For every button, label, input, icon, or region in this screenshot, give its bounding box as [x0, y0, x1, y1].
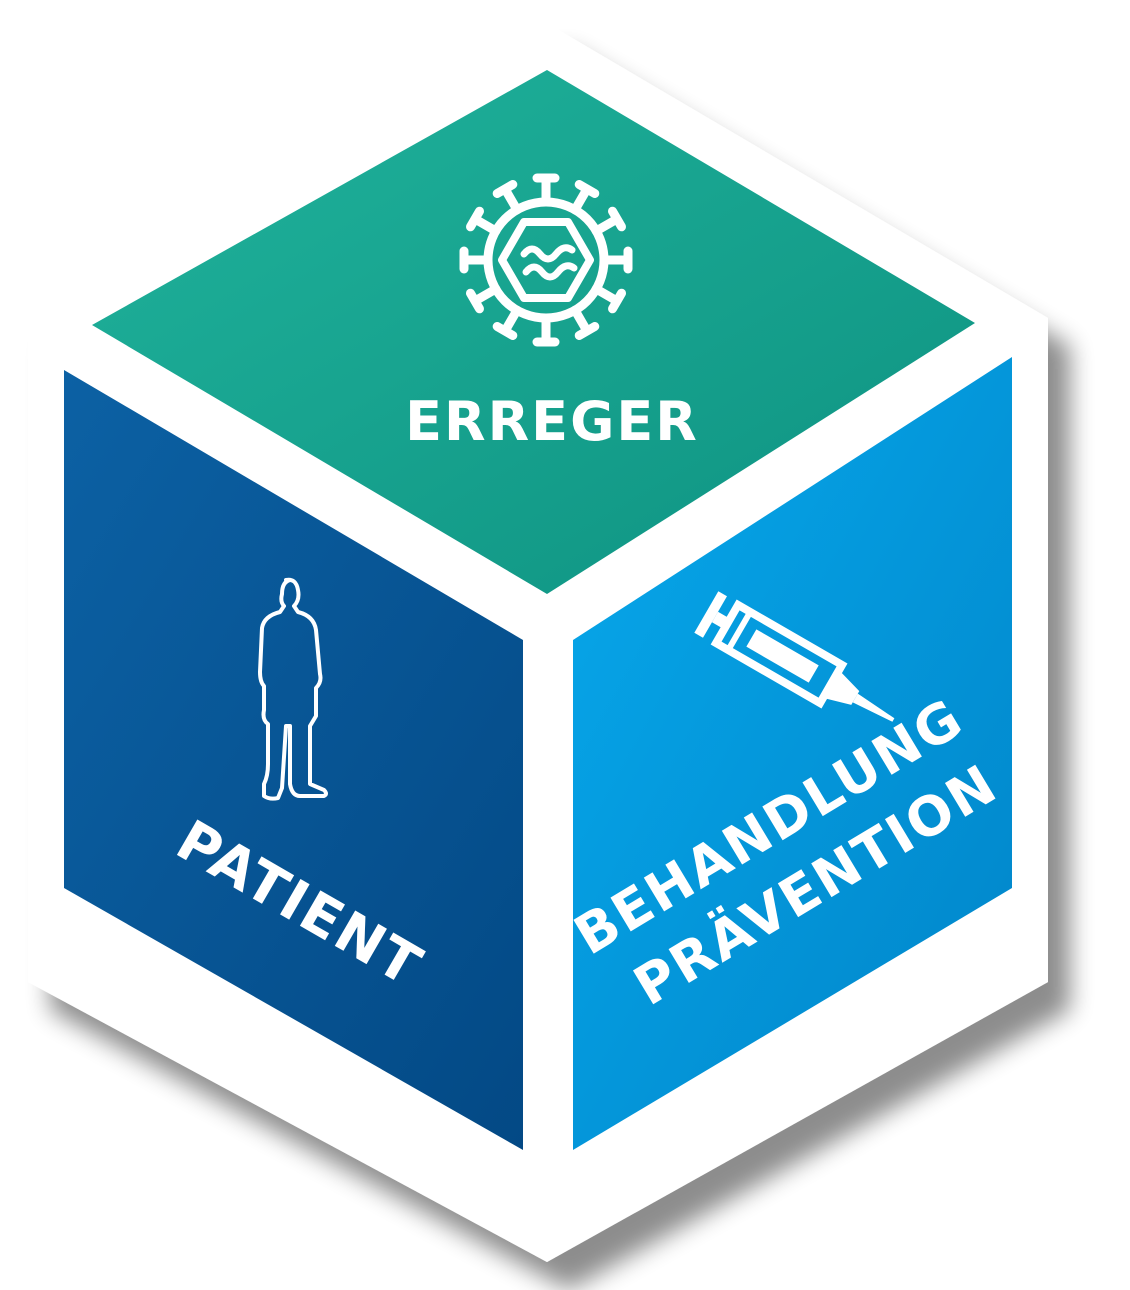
right-face — [573, 357, 1012, 1150]
virus-icon — [459, 173, 633, 347]
top-face — [92, 70, 975, 594]
left-face — [64, 370, 523, 1150]
top-face-label: ERREGER — [405, 390, 699, 453]
person-silhouette-icon — [258, 577, 328, 801]
syringe-icon — [694, 591, 895, 722]
